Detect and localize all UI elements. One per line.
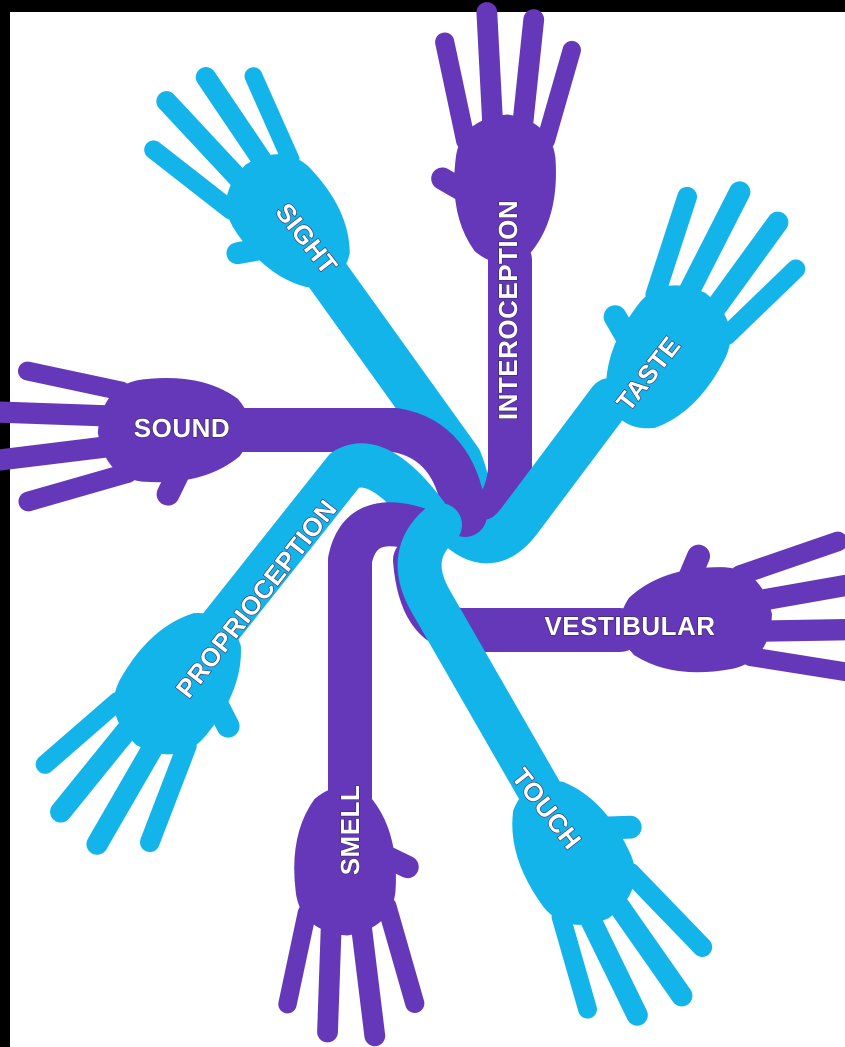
hand-touch [467, 746, 735, 1047]
left-frame [0, 0, 10, 1047]
label-proprioception: PROPRIOCEPTION [170, 494, 343, 704]
label-vestibular: VESTIBULAR [544, 611, 715, 641]
arm-touch [420, 525, 545, 800]
label-interoception: INTEROCEPTION [493, 200, 523, 420]
label-sound: SOUND [134, 413, 230, 443]
top-frame [0, 0, 845, 12]
label-smell: SMELL [335, 785, 365, 876]
